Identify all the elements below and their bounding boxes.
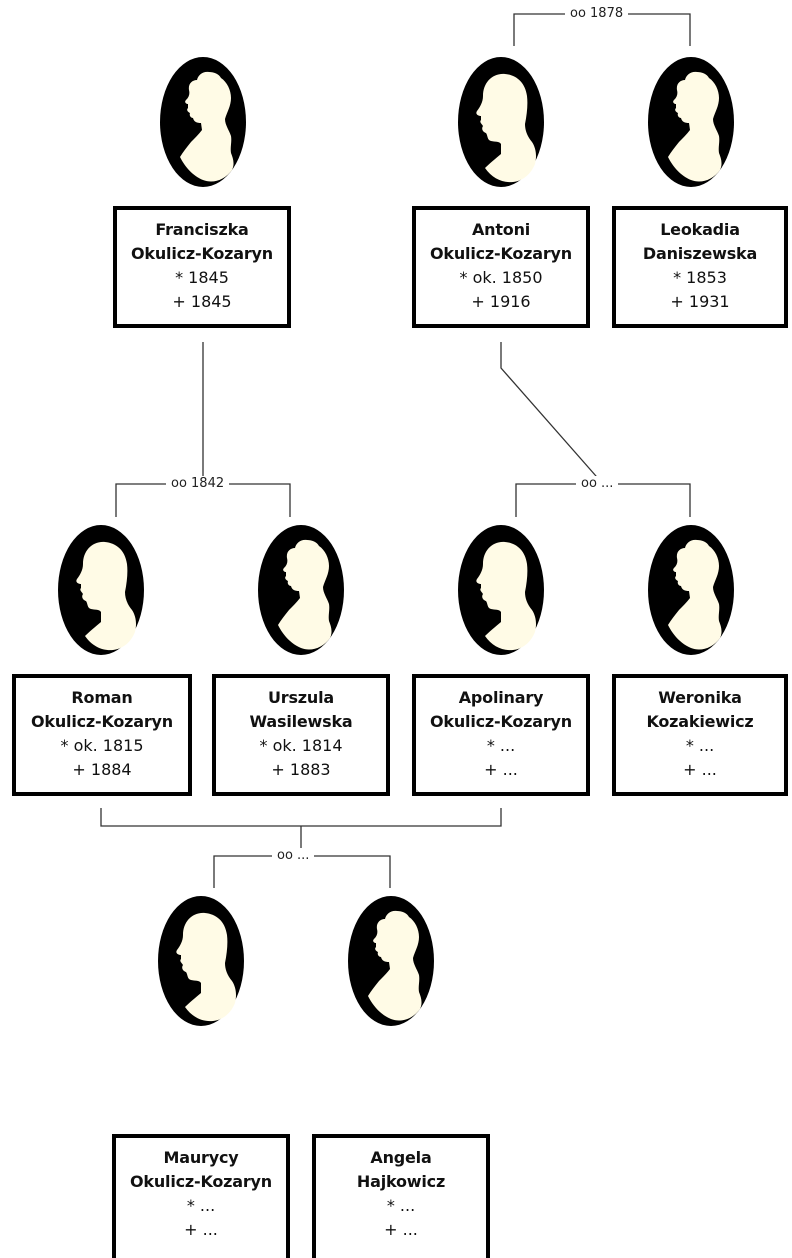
person-death: + 1884 [72,760,132,779]
person-first-name: Urszula [268,688,334,707]
person-surname: Kozakiewicz [646,712,754,731]
person-first-name: Leokadia [660,220,740,239]
male-silhouette-icon [157,895,245,1027]
person-birth: * ... [186,1196,216,1215]
person-surname: Okulicz-Kozaryn [131,244,273,263]
person-surname: Okulicz-Kozaryn [430,712,572,731]
marriage-label-antoni-leokadia: oo 1878 [565,6,629,22]
descent-line-antoni [500,342,604,485]
person-card-franciszka[interactable]: Franciszka Okulicz-Kozaryn * 1845 + 1845 [113,206,291,328]
male-silhouette-icon [57,524,145,656]
person-death: + 1931 [670,292,730,311]
person-birth: * ... [685,736,715,755]
person-death: + 1845 [172,292,232,311]
person-card-angela[interactable]: Angela Hajkowicz * ... + ... [312,1134,490,1258]
person-death: + 1916 [471,292,531,311]
person-surname: Hajkowicz [356,1172,446,1191]
person-birth: * ... [486,736,516,755]
person-card-leokadia[interactable]: Leokadia Daniszewska * 1853 + 1931 [612,206,788,328]
female-silhouette-icon [347,895,435,1027]
person-birth: * ok. 1814 [259,736,343,755]
person-first-name: Roman [71,688,133,707]
person-surname: Okulicz-Kozaryn [31,712,173,731]
person-birth: * ok. 1850 [459,268,543,287]
person-card-urszula[interactable]: Urszula Wasilewska * ok. 1814 + 1883 [212,674,390,796]
person-card-apolinary[interactable]: Apolinary Okulicz-Kozaryn * ... + ... [412,674,590,796]
marriage-label-roman-urszula: oo 1842 [166,476,230,492]
person-birth: * 1853 [673,268,727,287]
person-first-name: Maurycy [163,1148,239,1167]
female-silhouette-icon [647,56,735,188]
person-death: + ... [484,760,518,779]
person-card-antoni[interactable]: Antoni Okulicz-Kozaryn * ok. 1850 + 1916 [412,206,590,328]
person-birth: * ... [386,1196,416,1215]
person-death: + 1883 [271,760,331,779]
person-card-weronika[interactable]: Weronika Kozakiewicz * ... + ... [612,674,788,796]
person-surname: Daniszewska [642,244,758,263]
marriage-label-apolinary-weronika: oo ... [576,476,619,492]
person-surname: Okulicz-Kozaryn [130,1172,272,1191]
person-first-name: Antoni [471,220,531,239]
female-silhouette-icon [159,56,247,188]
person-surname: Wasilewska [249,712,353,731]
person-surname: Okulicz-Kozaryn [430,244,572,263]
male-silhouette-icon [457,524,545,656]
person-death: + ... [384,1220,418,1239]
female-silhouette-icon [257,524,345,656]
marriage-label-maurycy-angela: oo ... [272,848,315,864]
person-death: + ... [683,760,717,779]
person-first-name: Franciszka [155,220,249,239]
male-silhouette-icon [457,56,545,188]
person-first-name: Weronika [658,688,742,707]
person-card-maurycy[interactable]: Maurycy Okulicz-Kozaryn * ... + ... [112,1134,290,1258]
sibling-bracket [100,808,502,827]
female-silhouette-icon [647,524,735,656]
person-first-name: Apolinary [458,688,544,707]
person-birth: * 1845 [175,268,229,287]
person-first-name: Angela [370,1148,432,1167]
person-death: + ... [184,1220,218,1239]
person-birth: * ok. 1815 [60,736,144,755]
person-card-roman[interactable]: Roman Okulicz-Kozaryn * ok. 1815 + 1884 [12,674,192,796]
